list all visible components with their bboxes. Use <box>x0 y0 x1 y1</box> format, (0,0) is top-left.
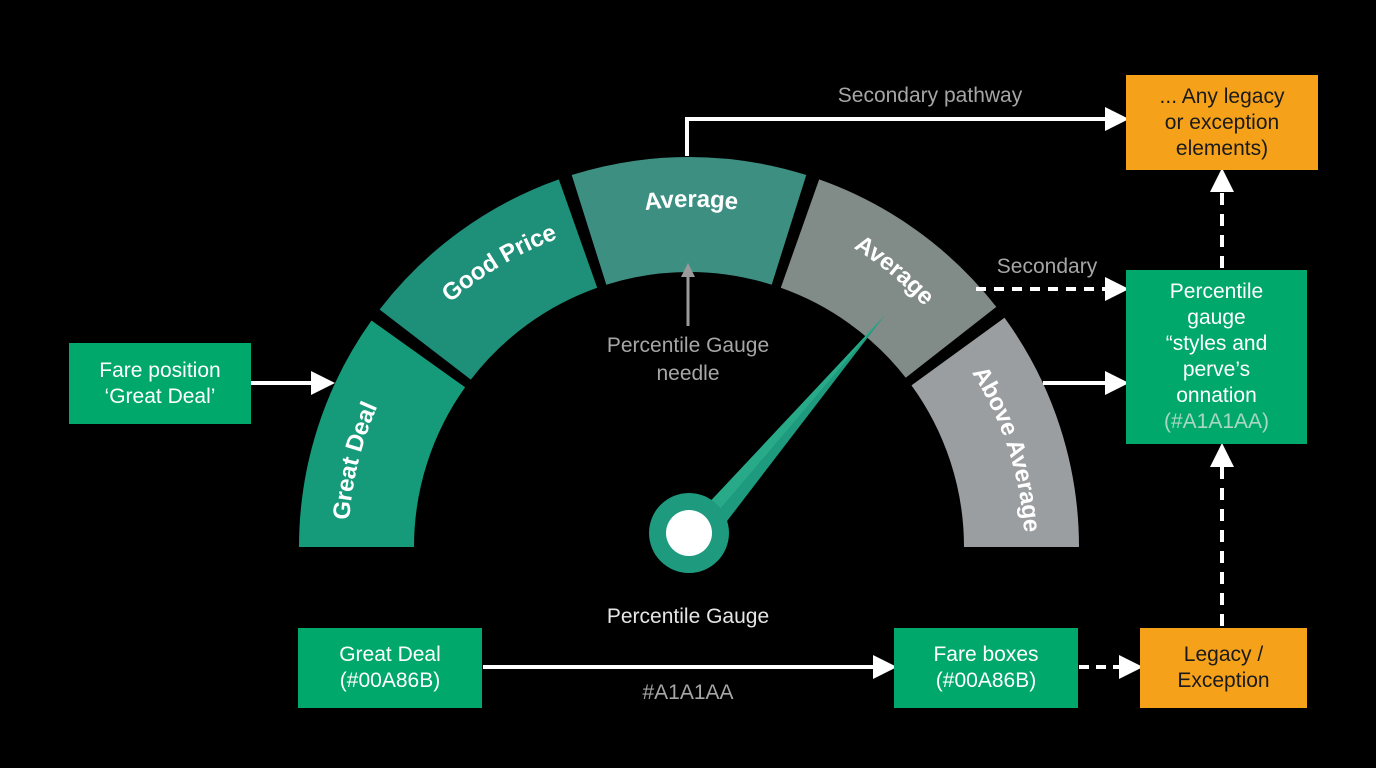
percentile-styles-box: Percentile gauge “styles and perve’s onn… <box>1126 270 1307 444</box>
gauge-needle-hub-center <box>666 510 712 556</box>
percentile-line1: Percentile <box>1169 280 1264 303</box>
percentile-line3: “styles and <box>1165 332 1268 355</box>
legacy-line1: Legacy / <box>1183 643 1264 666</box>
legacy-top-line1: ... Any legacy <box>1159 84 1285 108</box>
fare-position-box: Fare position ‘Great Deal’ <box>69 343 251 424</box>
gauge-segment-great-deal <box>299 320 466 547</box>
great-deal-box: Great Deal (#00A86B) <box>298 628 482 708</box>
percentile-line2: gauge <box>1187 306 1246 329</box>
percentile-line5: onnation <box>1176 384 1257 407</box>
gauge-segment-average <box>571 156 807 285</box>
legacy-elements-box: ... Any legacy or exception elements) <box>1126 75 1318 170</box>
needle-label: Percentile Gauge needle <box>606 334 770 385</box>
great-deal-line2: (#00A86B) <box>339 669 441 692</box>
secondary-label: Secondary <box>996 255 1098 278</box>
gauge-segment-above-average <box>911 317 1079 547</box>
fare-boxes-line2: (#00A86B) <box>935 669 1037 692</box>
legacy-line2: Exception <box>1177 669 1270 692</box>
fare-boxes-box: Fare boxes (#00A86B) <box>894 628 1078 708</box>
legacy-exception-box: Legacy / Exception <box>1140 628 1307 708</box>
gauge-segment-average-2 <box>780 179 997 378</box>
gauge-needle-highlight <box>704 315 885 516</box>
gauge-caption: Percentile Gauge <box>606 605 770 628</box>
fare-position-line1: Fare position <box>99 358 221 382</box>
percentile-line6: (#A1A1AA) <box>1163 410 1270 433</box>
legacy-top-line3: elements) <box>1175 136 1269 160</box>
secondary-pathway-connector <box>685 107 1129 156</box>
gauge-segment-good-price <box>379 179 598 380</box>
gauge-arc <box>299 156 1079 547</box>
fare-boxes-line1: Fare boxes <box>933 643 1039 666</box>
legacy-top-line2: or exception <box>1164 110 1280 134</box>
percentile-line4: perve’s <box>1182 358 1251 381</box>
gauge-segment-label-average: Average <box>643 186 740 216</box>
fare-position-line2: ‘Great Deal’ <box>104 384 216 408</box>
gray-hex-label: #A1A1AA <box>642 681 734 704</box>
secondary-pathway-label: Secondary pathway <box>837 84 1023 107</box>
great-deal-line1: Great Deal <box>339 643 441 666</box>
